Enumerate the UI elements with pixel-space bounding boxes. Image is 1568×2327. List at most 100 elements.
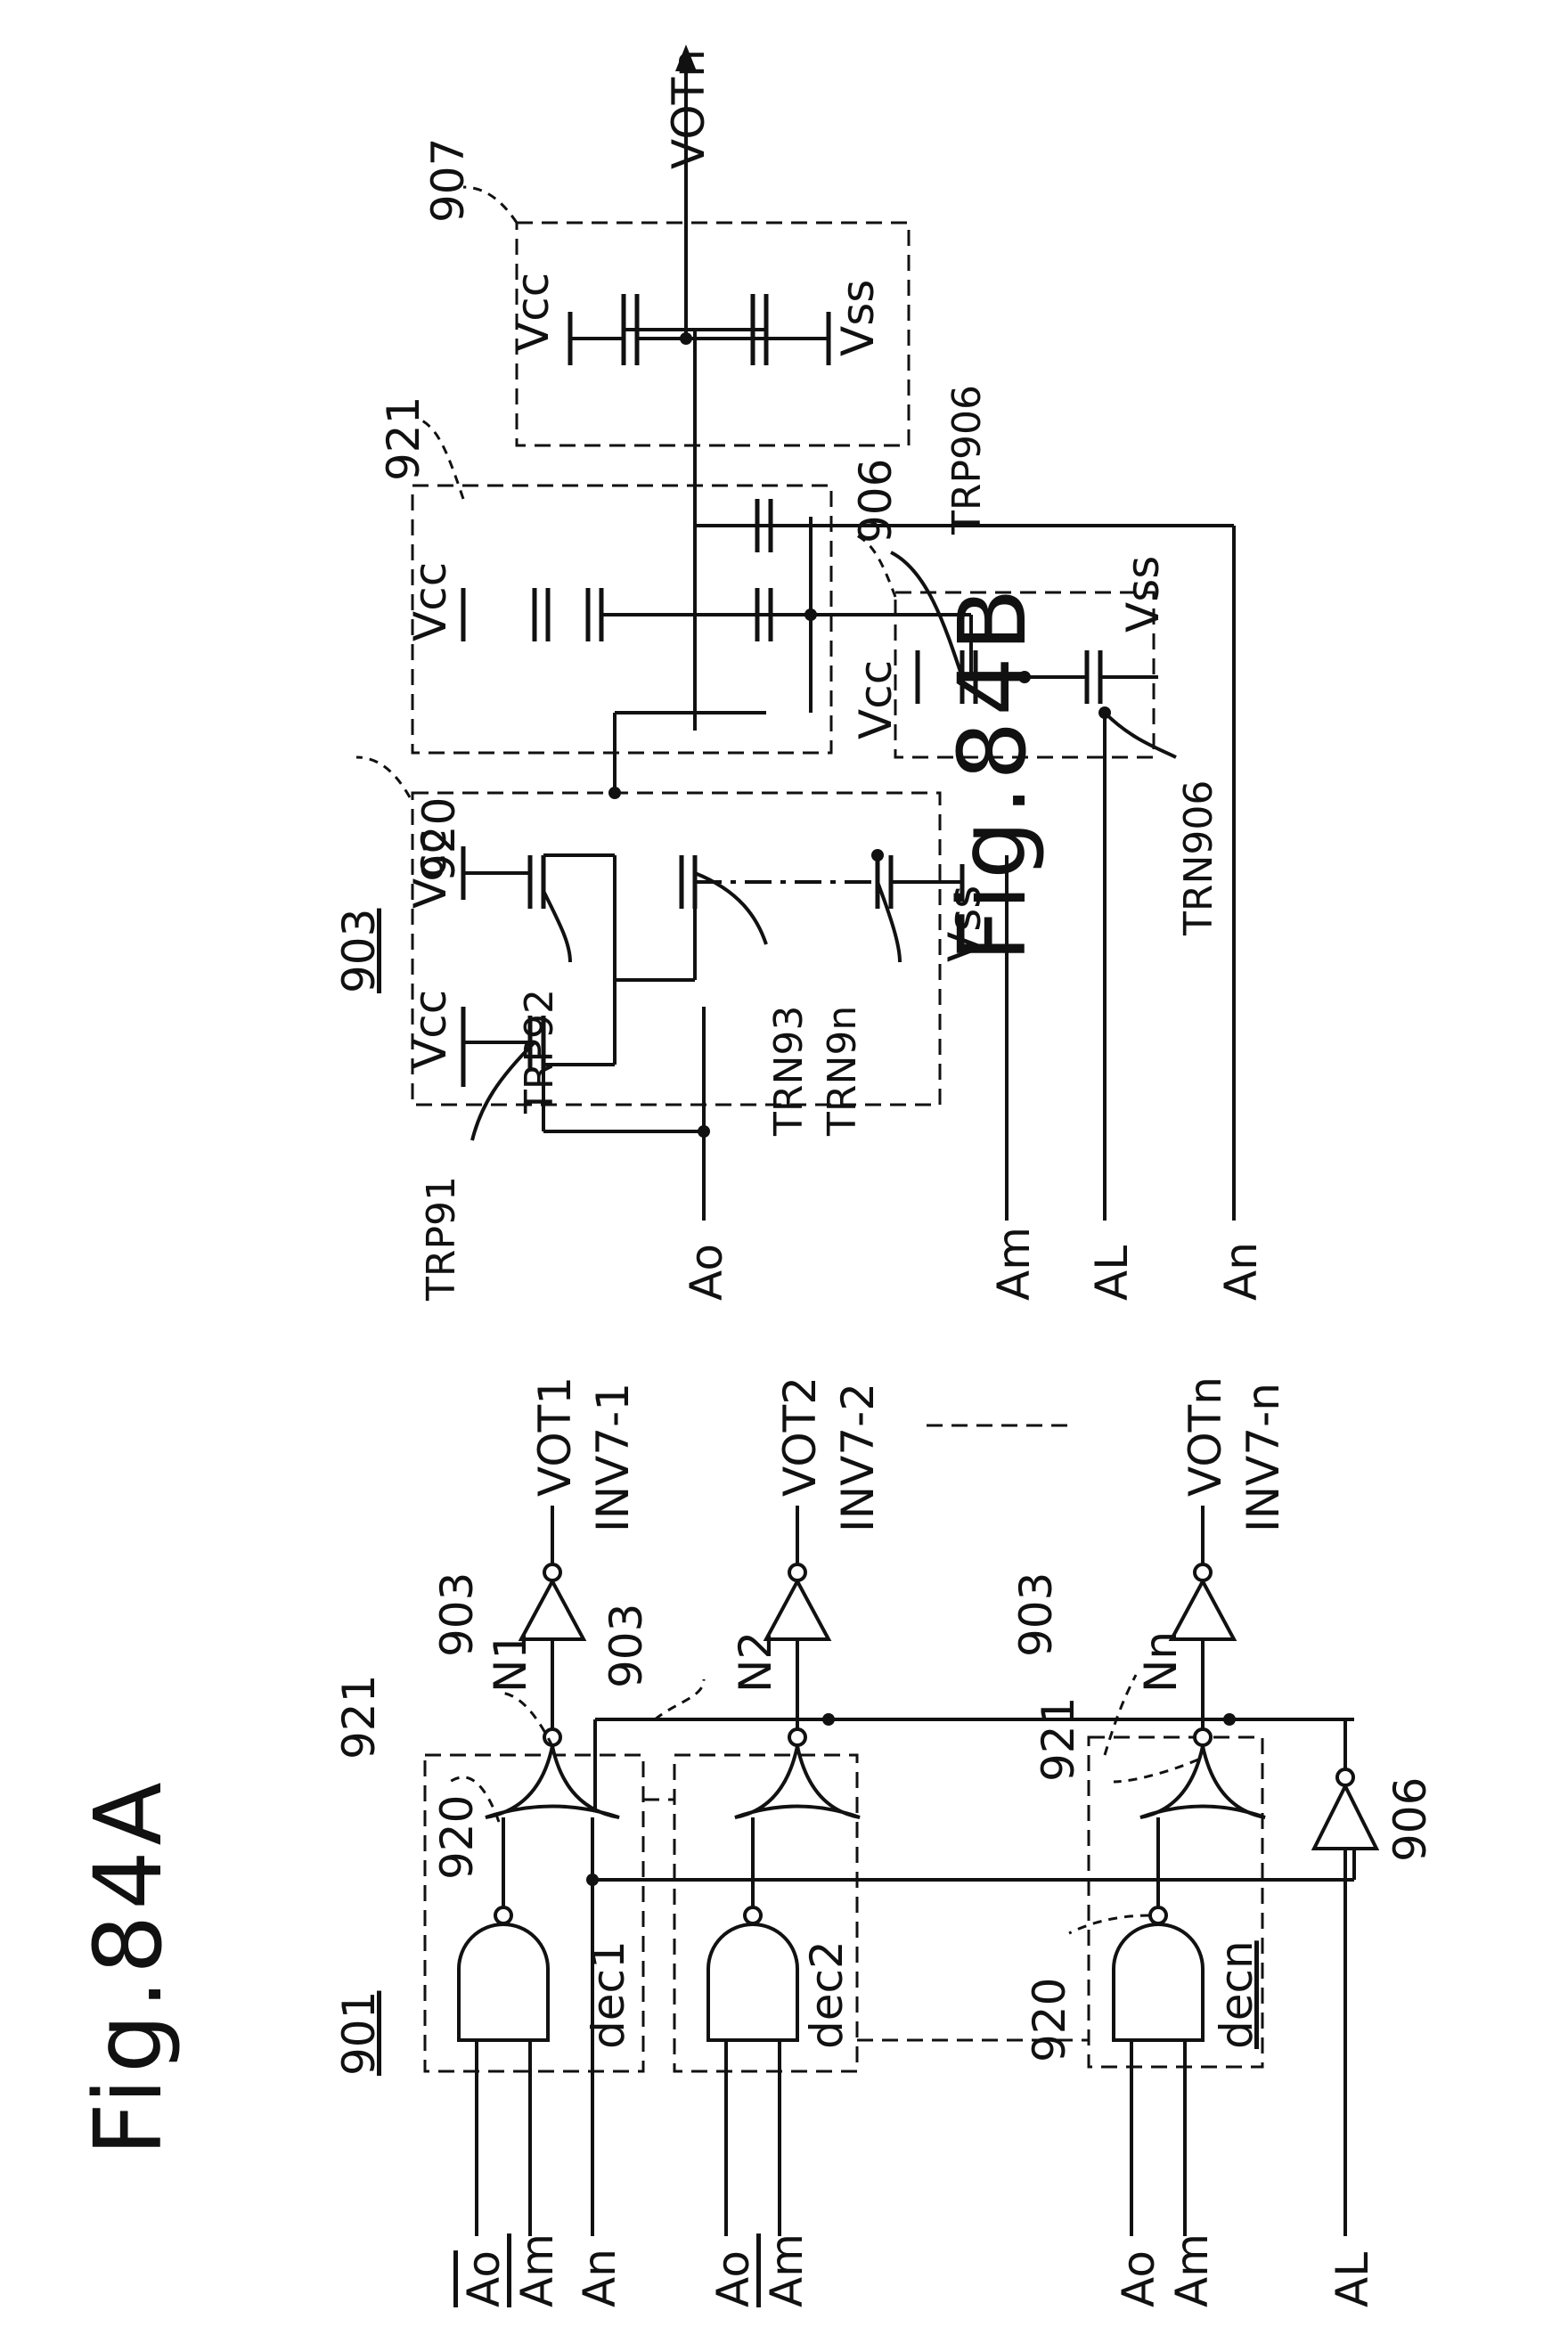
ref-921: 921 xyxy=(378,396,429,481)
input-ao-label: Ao xyxy=(681,1244,732,1301)
block-907 xyxy=(515,221,911,447)
leader-920 xyxy=(355,755,412,798)
junction xyxy=(608,787,621,799)
vcc-label: Vcc xyxy=(404,562,456,641)
vcc-label: Vcc xyxy=(404,829,456,909)
leader-trn93 xyxy=(694,871,768,945)
row1-in2-label: Am xyxy=(511,2233,563,2307)
leader-903 xyxy=(654,1678,706,1721)
leader-903-n xyxy=(1103,1674,1138,1756)
ref-906: 906 xyxy=(850,459,902,543)
row2-inv-label: INV7-2 xyxy=(832,1383,884,1532)
bubble xyxy=(1193,1563,1213,1582)
leader-921 xyxy=(418,417,465,500)
junction xyxy=(871,849,884,861)
row-n xyxy=(1112,1506,1266,2236)
input-an-label: An xyxy=(1215,1242,1267,1301)
junction xyxy=(1018,671,1031,683)
nand-gate-920 xyxy=(706,1923,799,2042)
an-label: An xyxy=(574,2249,625,2307)
junction xyxy=(1223,1713,1236,1726)
row2-in1-label: Ao xyxy=(707,2250,759,2307)
ref-920-n: 920 xyxy=(1024,1978,1075,2062)
vcc-label: Vcc xyxy=(404,990,456,1069)
decoder-block-n xyxy=(1087,1735,1264,2069)
leader-trp92 xyxy=(542,890,572,963)
vss-label: Vss xyxy=(1117,556,1169,633)
leader-921 xyxy=(498,1691,554,1747)
rown-in2-label: Am xyxy=(1166,2233,1218,2307)
inverter-inv7-n xyxy=(1168,1577,1237,1641)
trn93-label: TRN93 xyxy=(766,1006,812,1137)
vss-label: Vss xyxy=(939,886,991,962)
bubble xyxy=(543,1727,562,1747)
inverter-inv7-2 xyxy=(763,1577,832,1641)
nor-gate-921 xyxy=(485,1745,620,1819)
ref-903-b: 903 xyxy=(600,1604,652,1688)
ref-920: 920 xyxy=(431,1795,483,1880)
row1-node-label: N1 xyxy=(485,1631,536,1693)
nand-gate-920 xyxy=(1112,1923,1205,2042)
bubble xyxy=(788,1563,807,1582)
leader-trn9n xyxy=(876,881,902,963)
leader-trp906 xyxy=(890,551,964,678)
trn9n-label: TRN9n xyxy=(820,1006,865,1137)
input-al-label: AL xyxy=(1086,1245,1138,1301)
vcc-label: Vcc xyxy=(507,273,559,352)
bubble xyxy=(1193,1727,1213,1747)
junction xyxy=(822,1713,835,1726)
fig-84a-title: Fig.84A xyxy=(74,1776,183,2156)
fig-84a-circuit: Ao Am An dec1 N1 VOT1 INV7-1 Ao Am dec2 … xyxy=(333,1376,1436,2307)
row1-in1-label: Ao xyxy=(458,2250,510,2307)
ref-903: 903 xyxy=(431,1572,483,1657)
leader-907 xyxy=(462,185,519,224)
block-920 xyxy=(411,791,942,1106)
leader-trp91 xyxy=(470,1041,536,1141)
trp91-label: TRP91 xyxy=(419,1176,464,1302)
trn906-label: TRN906 xyxy=(1176,780,1221,936)
row2-out-label: VOT2 xyxy=(774,1376,826,1497)
nand-gate-920 xyxy=(457,1923,550,2042)
bubble xyxy=(788,1727,807,1747)
vcc-label: Vcc xyxy=(850,660,902,739)
rown-dec-label: decn xyxy=(1211,1940,1262,2049)
row-1 xyxy=(457,1506,1354,2236)
trp906-label: TRP906 xyxy=(944,385,990,535)
ref-903-n: 903 xyxy=(1010,1572,1062,1657)
bubble xyxy=(1148,1906,1168,1925)
leader-921-n xyxy=(1113,1758,1199,1784)
rown-out-label: VOTn xyxy=(1180,1376,1231,1497)
al-label: AL xyxy=(1327,2252,1378,2307)
ref-921: 921 xyxy=(333,1675,385,1760)
block-906 xyxy=(894,591,1156,759)
rown-node-label: Nn xyxy=(1135,1631,1187,1693)
row2-node-label: N2 xyxy=(730,1631,781,1693)
leader-920 xyxy=(449,1776,501,1823)
row1-inv-label: INV7-1 xyxy=(587,1383,639,1532)
ref-921-n: 921 xyxy=(1033,1697,1084,1782)
nor-gate-921 xyxy=(1139,1745,1266,1819)
decoder-block-1 xyxy=(423,1753,645,2073)
inverter-906 xyxy=(1311,1782,1380,1850)
junction xyxy=(586,1874,599,1886)
input-am-label: Am xyxy=(988,1227,1040,1301)
row1-out-label: VOT1 xyxy=(529,1376,581,1497)
fig-84b-ref: 903 xyxy=(333,909,385,993)
output-votn-label: VOTn xyxy=(663,49,715,169)
nor-gate-921 xyxy=(734,1745,861,1819)
row-2 xyxy=(706,1506,861,2236)
fig-84a-ref: 901 xyxy=(333,1991,385,2076)
bubble xyxy=(543,1563,562,1582)
output-arrow xyxy=(675,45,697,71)
leader-906 xyxy=(854,533,897,598)
inverter-inv7-1 xyxy=(518,1577,587,1641)
fig-84b-title: Fig.84B xyxy=(938,583,1047,962)
ref-907: 907 xyxy=(422,138,474,223)
ref-920: 920 xyxy=(413,797,465,882)
bubble xyxy=(1335,1768,1355,1787)
bubble xyxy=(494,1906,513,1925)
rown-in1-label: Ao xyxy=(1113,2250,1164,2307)
rown-inv-label: INV7-n xyxy=(1237,1383,1289,1532)
trp92-label: TRP92 xyxy=(517,989,562,1115)
